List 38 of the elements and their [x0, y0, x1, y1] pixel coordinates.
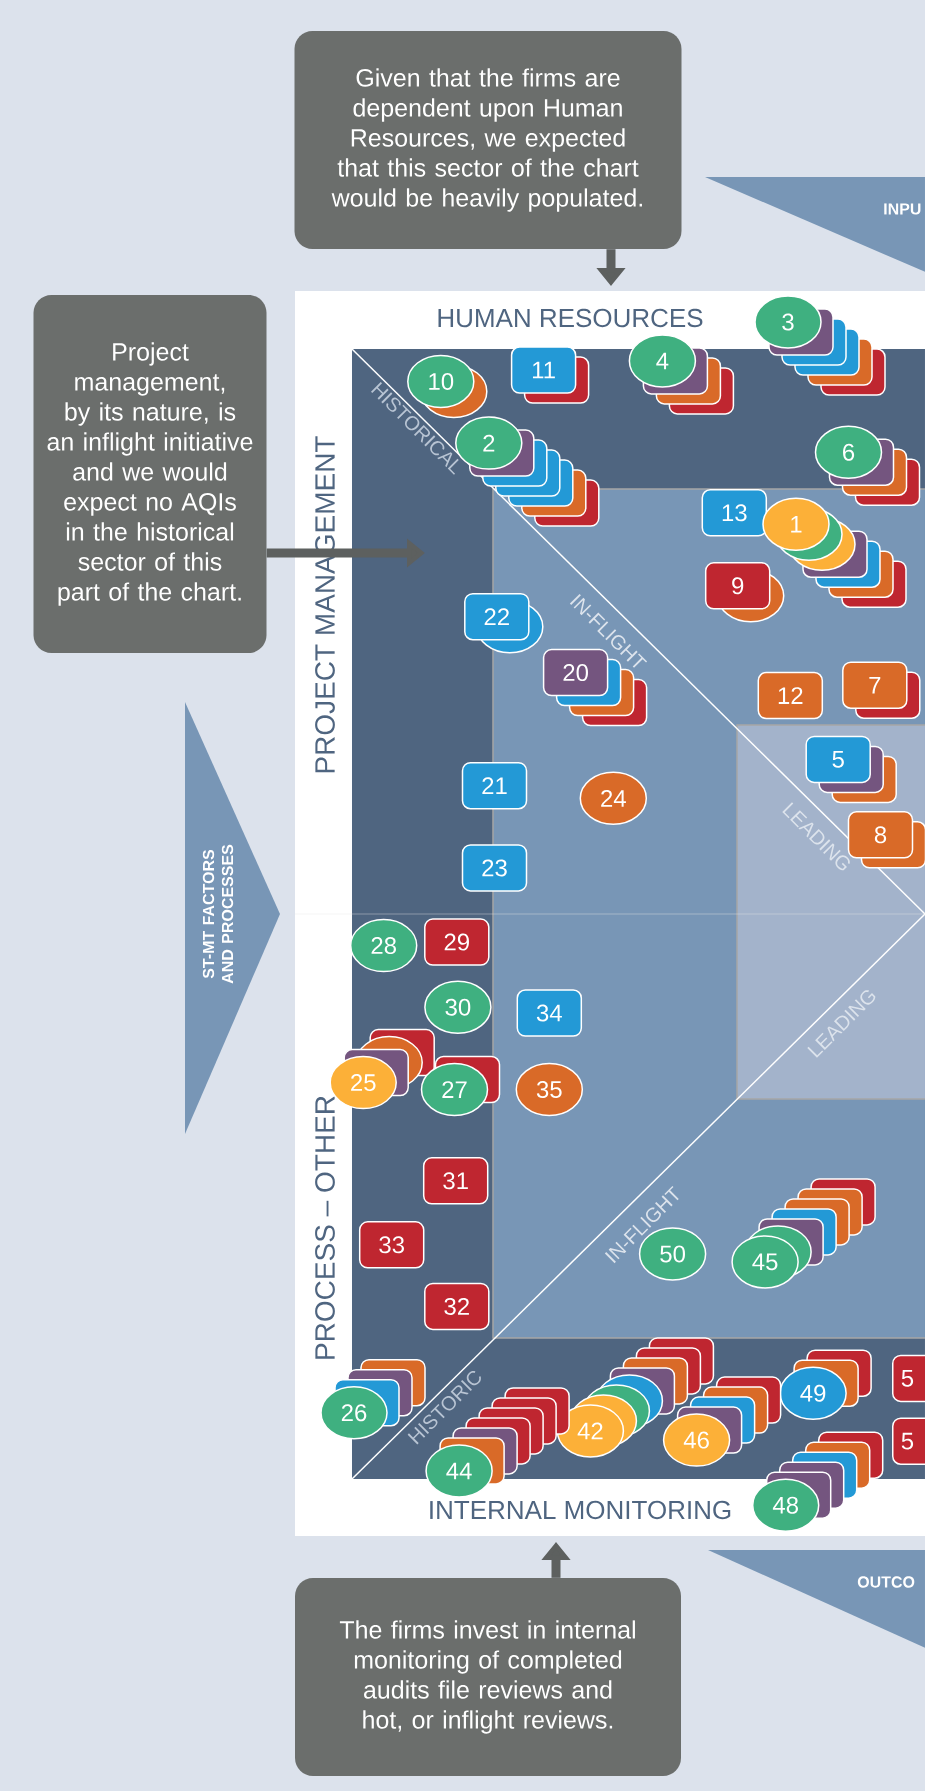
- number-badge: 7: [842, 661, 921, 719]
- number-badge: 45: [731, 1178, 876, 1289]
- callout-box: Project management, by its nature, is an inflight initiative and we would expect no AQIs in the historical sector of this part of the chart.: [33, 295, 267, 653]
- section-label: INTERNAL MONITORING: [430, 1500, 731, 1520]
- number-badge: 33: [358, 1221, 425, 1269]
- number-badge: 5: [892, 1417, 925, 1465]
- number-badge: 48: [751, 1431, 884, 1532]
- number-badge: 3: [754, 295, 886, 396]
- callout-box: The firms invest in internal monitoring of completed audits file reviews and hot, or inflight reviews.: [295, 1578, 681, 1776]
- number-badge: 5: [805, 735, 897, 804]
- number-badge: 9: [704, 562, 785, 623]
- number-badge: 13: [701, 489, 768, 537]
- number-badge: 24: [579, 771, 648, 826]
- number-badge: 4: [628, 334, 735, 415]
- triangle-banner: INPU: [705, 177, 925, 274]
- number-badge: 29: [424, 918, 490, 966]
- number-badge: 6: [814, 425, 921, 506]
- number-badge: 5: [892, 1354, 925, 1403]
- number-badge: 35: [515, 1062, 584, 1117]
- number-badge: 23: [461, 844, 528, 892]
- number-badge: 46: [662, 1376, 782, 1467]
- triangle-banner: ST-MT FACTORS AND PROCESSES: [185, 702, 280, 1134]
- callout-box: Given that the firms are dependent upon Human Resources, we expected that this sector of the chart would be heavily populated.: [294, 31, 682, 249]
- number-badge: 21: [461, 761, 528, 810]
- number-badge: 30: [424, 980, 492, 1034]
- number-badge: 22: [464, 592, 544, 654]
- number-badge: 28: [349, 918, 418, 973]
- node-label: 42: [577, 1422, 603, 1440]
- number-badge: 32: [424, 1282, 490, 1331]
- number-badge: 12: [757, 671, 824, 720]
- section-label: HUMAN RESOURCES: [438, 308, 703, 328]
- number-badge: 31: [422, 1157, 489, 1205]
- number-badge: 27: [420, 1055, 501, 1117]
- number-badge: 1: [762, 497, 907, 608]
- number-badge: 34: [516, 989, 583, 1037]
- number-badge: 49: [779, 1349, 872, 1420]
- triangle-banner: OUTCO: [708, 1550, 925, 1650]
- number-badge: 11: [510, 346, 590, 404]
